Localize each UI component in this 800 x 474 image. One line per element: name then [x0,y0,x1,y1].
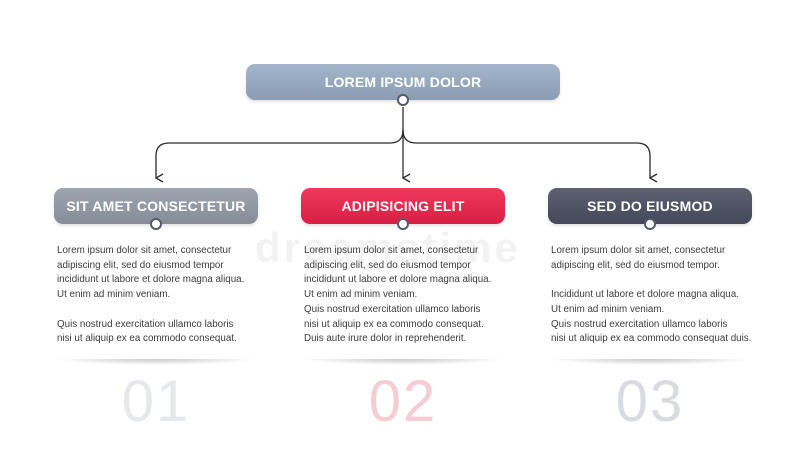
connector-left [154,129,404,183]
step-1-box: SIT AMET CONSECTETUR [54,188,258,230]
step-3-description: Lorem ipsum dolor sit amet, consectetur … [551,245,752,345]
step-2-number: 02 [368,369,438,434]
connector-node [150,218,162,230]
connector-node [397,94,409,106]
step-2-label: ADIPISICING ELIT [341,198,465,214]
connector-right [402,129,658,183]
watermark-text: dreamstime [255,224,521,271]
step-2-box: ADIPISICING ELIT [301,188,505,230]
connector-node [397,218,409,230]
step-3-label: SED DO EIUSMOD [587,198,713,214]
step-1-label: SIT AMET CONSECTETUR [66,198,246,214]
title-box: LOREM IPSUM DOLOR [246,64,560,106]
step-3-box: SED DO EIUSMOD [548,188,752,230]
step-3-number: 03 [615,369,685,434]
step-2-description: Lorem ipsum dolor sit amet, consectetur … [304,245,492,345]
divider-shadow [547,359,753,365]
title-box-label: LOREM IPSUM DOLOR [324,74,482,90]
step-1-number: 01 [121,369,191,434]
step-1-description: Lorem ipsum dolor sit amet, consectetur … [57,245,245,345]
divider-shadow [300,359,506,365]
divider-shadow [53,359,259,365]
connector-node [644,218,656,230]
